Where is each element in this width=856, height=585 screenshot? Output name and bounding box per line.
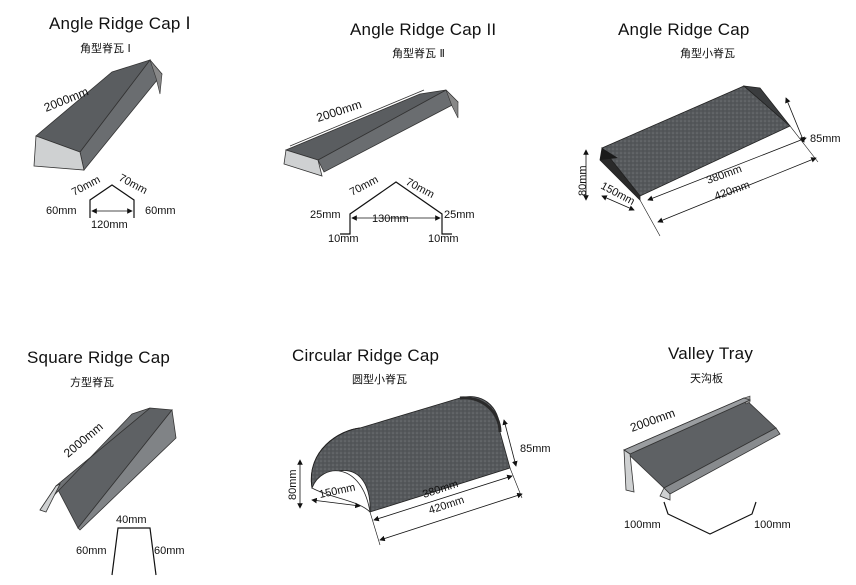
dim-top-right: 70mm	[404, 176, 437, 201]
dim-height: 80mm	[577, 165, 589, 196]
dim-end-height: 85mm	[810, 133, 841, 145]
dim-side-right: 60mm	[154, 545, 185, 557]
dim-side-left: 25mm	[310, 209, 341, 221]
product-title-angle-ridge-cap-small: Angle Ridge Cap	[618, 20, 750, 39]
product-title-angle-ridge-cap-1: Angle Ridge Cap Ⅰ	[49, 14, 191, 33]
dim-side-left: 60mm	[46, 205, 77, 217]
product-title-square-ridge-cap: Square Ridge Cap	[27, 348, 171, 367]
dim-top-left: 70mm	[348, 174, 381, 199]
dim-base: 130mm	[372, 213, 409, 225]
dim-height: 80mm	[287, 469, 299, 500]
dim-side-right: 60mm	[145, 205, 176, 217]
circular-ridge-cap-drawing	[297, 396, 523, 546]
product-subtitle-valley-tray: 天沟板	[690, 372, 723, 385]
dim-top-right: 70mm	[117, 172, 150, 197]
product-subtitle-angle-ridge-cap-2: 角型脊瓦 Ⅱ	[392, 47, 445, 60]
angle-ridge-cap-2-drawing	[283, 89, 459, 235]
dim-side-left: 60mm	[76, 545, 107, 557]
product-subtitle-square-ridge-cap: 方型脊瓦	[70, 376, 114, 389]
angle-ridge-cap-1-drawing	[33, 59, 163, 218]
product-subtitle-circular-ridge-cap: 圆型小脊瓦	[352, 373, 407, 386]
dim-flange-right: 100mm	[754, 519, 791, 531]
dim-base: 120mm	[91, 219, 128, 231]
product-title-circular-ridge-cap: Circular Ridge Cap	[292, 346, 440, 365]
valley-tray-drawing	[623, 395, 781, 535]
product-title-valley-tray: Valley Tray	[668, 344, 754, 363]
product-subtitle-angle-ridge-cap-small: 角型小脊瓦	[680, 47, 735, 60]
dim-foot-left: 10mm	[328, 233, 359, 245]
angle-ridge-cap-small-drawing	[583, 85, 819, 237]
square-ridge-cap-drawing	[39, 407, 177, 576]
product-subtitle-angle-ridge-cap-1: 角型脊瓦 Ⅰ	[80, 42, 131, 55]
dim-foot-right: 10mm	[428, 233, 459, 245]
dim-flange-left: 100mm	[624, 519, 661, 531]
product-title-angle-ridge-cap-2: Angle Ridge Cap II	[350, 20, 497, 39]
dim-side-right: 25mm	[444, 209, 475, 221]
dim-top: 40mm	[116, 514, 147, 526]
dim-end-height: 85mm	[520, 443, 551, 455]
